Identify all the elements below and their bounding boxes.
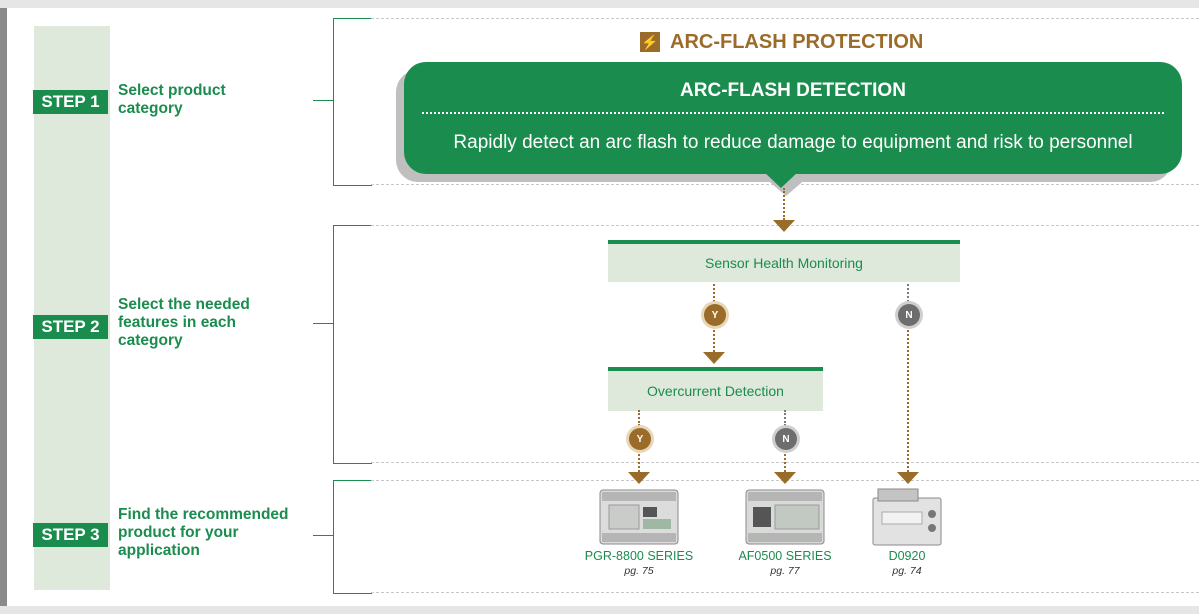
yes-circle-icon: Y (629, 428, 651, 450)
connector-line (907, 284, 909, 302)
lightning-bolt-icon: ⚡ (640, 32, 660, 52)
step-2-bracket (333, 225, 372, 464)
pgr-8800-device-image[interactable] (599, 489, 679, 545)
category-bubble[interactable]: ARC-FLASH DETECTION Rapidly detect an ar… (404, 62, 1182, 174)
product-page-af0500: pg. 77 (770, 565, 800, 577)
separator-line (371, 592, 1199, 593)
connector-line (784, 410, 786, 426)
left-edge-bar (0, 8, 7, 606)
step-2-badge: STEP 2 (33, 315, 108, 339)
step-1-bracket-tick (313, 100, 333, 101)
product-page-d0920: pg. 74 (892, 565, 922, 577)
connector-line (713, 330, 715, 352)
connector-line (638, 454, 640, 472)
down-arrow-icon (774, 472, 796, 484)
product-name-af0500[interactable]: AF0500 SERIES (738, 549, 832, 563)
step-1-text: Select product category (118, 82, 226, 117)
connector-line (784, 454, 786, 472)
down-arrow-icon (897, 472, 919, 484)
down-arrow-icon (703, 352, 725, 364)
step-column (34, 26, 110, 590)
section-title: ⚡ ARC-FLASH PROTECTION (640, 30, 923, 54)
step-3-text: Find the recommended product for your ap… (118, 506, 289, 559)
product-page-pgr-8800: pg. 75 (624, 565, 654, 577)
step-3-badge: STEP 3 (33, 523, 108, 547)
step-2-bracket-tick (313, 323, 333, 324)
category-subtitle: Rapidly detect an arc flash to reduce da… (453, 132, 1133, 153)
no-circle-icon: N (898, 304, 920, 326)
d0920-device-image[interactable] (872, 488, 942, 546)
product-name-pgr-8800[interactable]: PGR-8800 SERIES (584, 549, 694, 563)
down-arrow-icon (773, 220, 795, 232)
connector-line (907, 330, 909, 472)
connector-line (783, 188, 785, 220)
af0500-device-image[interactable] (745, 489, 825, 545)
connector-line (713, 284, 715, 302)
down-arrow-icon (628, 472, 650, 484)
separator-line (371, 18, 1199, 19)
yes-circle-icon: Y (704, 304, 726, 326)
feature-sensor-health[interactable]: Sensor Health Monitoring (608, 240, 960, 282)
no-circle-icon: N (775, 428, 797, 450)
step-1-badge: STEP 1 (33, 90, 108, 114)
step-2-text: Select the needed features in each categ… (118, 296, 250, 349)
dotted-divider (422, 112, 1164, 114)
product-name-d0920[interactable]: D0920 (888, 549, 926, 563)
bubble-pointer (756, 170, 816, 196)
feature-overcurrent[interactable]: Overcurrent Detection (608, 367, 823, 411)
connector-line (638, 410, 640, 426)
step-3-bracket-tick (313, 535, 333, 536)
category-title: ARC-FLASH DETECTION (680, 80, 906, 101)
step-1-bracket (333, 18, 372, 186)
section-title-text: ARC-FLASH PROTECTION (670, 30, 924, 53)
step-3-bracket (333, 480, 372, 594)
